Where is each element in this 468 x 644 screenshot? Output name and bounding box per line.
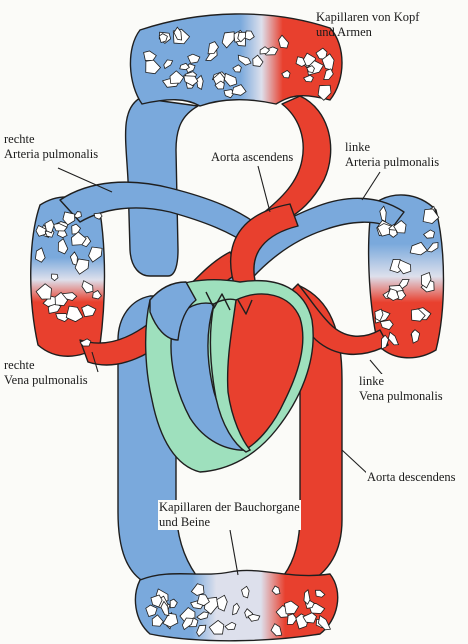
label-capillaries-head-arms: Kapillaren von Kopf und Armen (316, 10, 419, 40)
label-left-pulmonary-vein: linke Vena pulmonalis (358, 374, 444, 404)
leader-left-pulmonary-artery (362, 172, 380, 200)
label-aorta-descendens: Aorta descendens (366, 470, 457, 485)
label-right-pulmonary-vein: rechte Vena pulmonalis (4, 358, 88, 388)
label-aorta-ascendens: Aorta ascendens (210, 150, 294, 165)
heart (146, 280, 314, 472)
leader-aorta-ascendens (258, 166, 270, 212)
label-left-pulmonary-artery: linke Arteria pulmonalis (344, 140, 440, 170)
label-capillaries-abdomen-legs: Kapillaren der Bauchorgane und Beine (158, 500, 301, 530)
label-right-pulmonary-artery: rechte Arteria pulmonalis (4, 132, 98, 162)
left-ventricle (226, 294, 303, 448)
leader-capillaries-abdomen (230, 530, 238, 575)
